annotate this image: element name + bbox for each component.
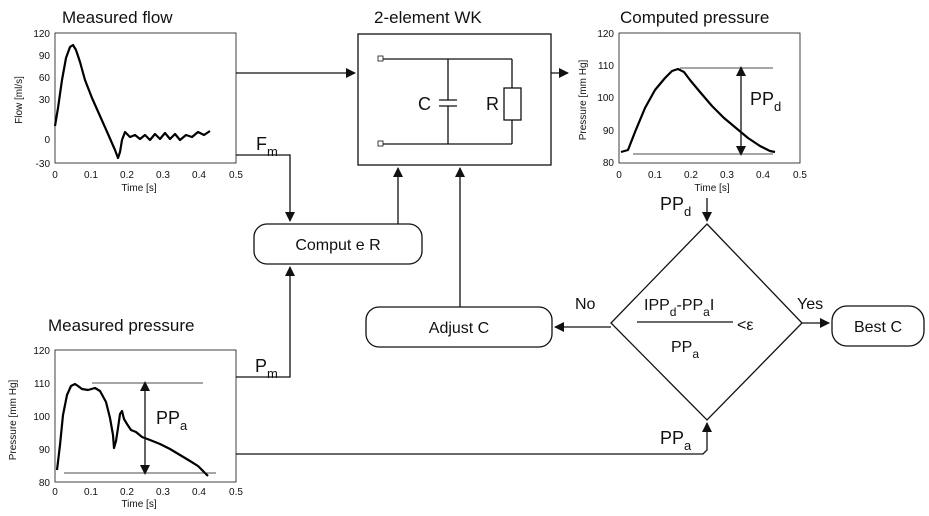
- adjust-c-block: Adjust C: [365, 306, 553, 348]
- best-c-box: [831, 305, 925, 347]
- mp-xtick: 0.3: [156, 487, 170, 498]
- wk-title: 2-element WK: [374, 8, 482, 27]
- decision-compare: <ε: [737, 317, 753, 334]
- mp-xtick: 0: [52, 487, 58, 498]
- cp-ytick: 120: [597, 29, 614, 40]
- mp-ytick: 80: [39, 478, 51, 489]
- measured-pressure-chart: Measured pressure 120 110 100 90 80 0 0.…: [8, 316, 243, 510]
- flow-ytick: 30: [39, 95, 51, 106]
- cp-ylabel: Pressure [mm Hg]: [578, 59, 589, 140]
- flow-curve: [53, 43, 211, 160]
- fm-to-compute-r-arrow: [236, 154, 295, 222]
- mp-pp-label: PPa: [156, 408, 188, 433]
- flow-xtick: 0.2: [120, 170, 134, 181]
- ppa-to-decision-arrow: [236, 422, 712, 455]
- resistor-symbol: [503, 87, 522, 121]
- cp-ytick: 110: [598, 61, 614, 72]
- mp-ytick: 120: [33, 346, 50, 357]
- flow-xtick: 0.3: [156, 170, 170, 181]
- flow-ytick: 60: [39, 73, 51, 84]
- flow-xtick: 0: [52, 170, 58, 181]
- mp-xtick: 0.1: [84, 487, 98, 498]
- flow-xlabel: Time [s]: [121, 183, 156, 194]
- cp-xtick: 0.5: [793, 170, 807, 181]
- decision-diamond: IPPd-PPaI <ε PPa: [610, 223, 803, 421]
- mp-xlabel: Time [s]: [121, 499, 156, 510]
- ppd-label: PPd: [660, 194, 691, 219]
- flow-ytick: -30: [36, 159, 51, 170]
- cp-xtick: 0.2: [684, 170, 698, 181]
- flow-ylabel: Flow [ml/s]: [14, 76, 25, 124]
- cp-ytick: 100: [597, 93, 614, 104]
- computed-pressure-title: Computed pressure: [620, 8, 769, 27]
- yes-label: Yes: [797, 296, 823, 313]
- fm-label: Fm: [256, 134, 278, 159]
- cp-xtick: 0.1: [648, 170, 662, 181]
- wk-block: 2-element WK C R: [357, 8, 552, 166]
- flow-ytick: 90: [39, 51, 51, 62]
- adjust-c-label: Adjust C: [429, 320, 489, 337]
- mp-xtick: 0.5: [229, 487, 243, 498]
- compute-r-label: Comput e R: [295, 237, 380, 254]
- mp-xtick: 0.2: [120, 487, 134, 498]
- pm-label: Pm: [255, 356, 278, 381]
- cp-ytick: 90: [603, 126, 615, 137]
- cp-pp-label: PPd: [750, 89, 781, 114]
- mp-ylabel: Pressure [mm Hg]: [8, 379, 19, 460]
- best-c-block: Best C: [831, 305, 925, 347]
- wk-terminal-top: [377, 55, 384, 62]
- cp-xlabel: Time [s]: [694, 183, 729, 194]
- flow-xtick: 0.5: [229, 170, 243, 181]
- compute-r-block: Comput e R: [253, 223, 423, 265]
- pm-to-compute-r-arrow: [236, 266, 295, 378]
- computed-pressure-chart: Computed pressure 120 110 100 90 80 0 0.…: [578, 8, 807, 194]
- flow-xtick: 0.1: [84, 170, 98, 181]
- decision-numerator: IPPd-PPaI: [644, 297, 714, 319]
- mp-plot-frame: [54, 349, 237, 483]
- cp-plot-frame: [618, 32, 801, 164]
- capacitor-label: C: [418, 94, 431, 114]
- wk-box: [357, 33, 552, 166]
- flow-plot-frame: [54, 32, 237, 164]
- cp-ytick: 80: [603, 158, 615, 169]
- flow-xtick: 0.4: [192, 170, 206, 181]
- mp-ytick: 100: [33, 412, 50, 423]
- compute-r-box: [253, 223, 423, 265]
- mp-ytick: 90: [39, 445, 51, 456]
- decision-shape: [610, 223, 803, 421]
- wk-terminal-bottom: [377, 140, 384, 147]
- resistor-label: R: [486, 94, 499, 114]
- flow-ytick: 0: [44, 135, 50, 146]
- cp-xtick: 0.3: [720, 170, 734, 181]
- ppa-label: PPa: [660, 428, 692, 453]
- measured-flow-title: Measured flow: [62, 8, 173, 27]
- mp-ytick: 110: [34, 379, 50, 390]
- measured-pressure-title: Measured pressure: [48, 316, 194, 335]
- measured-pressure-curve: [55, 382, 209, 477]
- computed-pressure-curve: [620, 67, 776, 154]
- cp-xtick: 0.4: [756, 170, 770, 181]
- connectors: [236, 68, 830, 455]
- cp-xtick: 0: [616, 170, 622, 181]
- no-label: No: [575, 296, 596, 313]
- measured-flow-chart: Measured flow 120 90 60 30 0 -30 0 0.1 0…: [14, 8, 243, 194]
- decision-denominator: PPa: [671, 339, 699, 361]
- best-c-label: Best C: [854, 319, 902, 336]
- adjust-c-box: [365, 306, 553, 348]
- flow-ytick: 120: [33, 29, 50, 40]
- mp-xtick: 0.4: [192, 487, 206, 498]
